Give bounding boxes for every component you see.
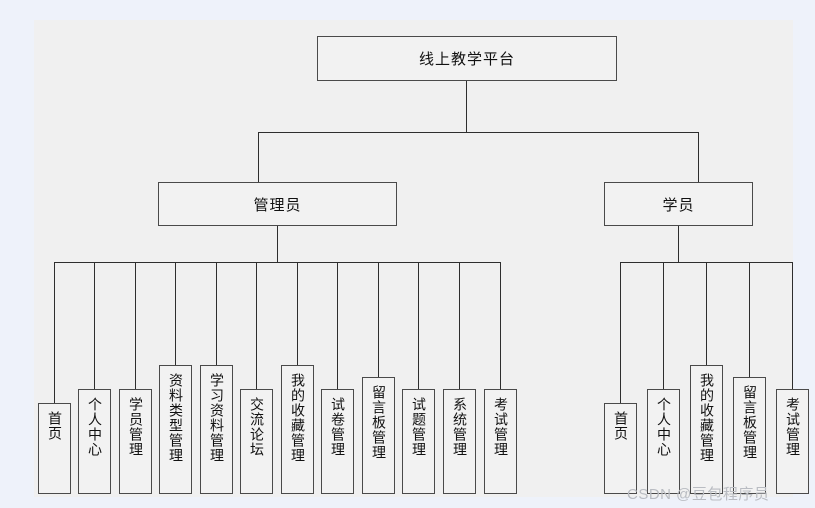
node-leaf-admin-1[interactable]: 个人中心 bbox=[78, 389, 111, 494]
node-leaf-admin-2[interactable]: 学员管理 bbox=[119, 389, 152, 494]
edge-admin-leaf-drop bbox=[337, 262, 338, 389]
edge-student-down bbox=[678, 226, 679, 262]
node-leaf-label: 考试管理 bbox=[785, 397, 802, 457]
node-leaf-label: 学习资料管理 bbox=[209, 373, 226, 463]
edge-admin-leaf-drop bbox=[94, 262, 95, 389]
edge-admin-leaf-drop bbox=[418, 262, 419, 389]
node-branch-admin-label: 管理员 bbox=[253, 196, 302, 214]
node-leaf-student-1[interactable]: 个人中心 bbox=[647, 389, 680, 494]
edge-level1-bus bbox=[258, 132, 699, 133]
node-root-label: 线上教学平台 bbox=[418, 51, 515, 68]
edge-admin-leaf-drop bbox=[135, 262, 136, 389]
edge-student-leaf-drop bbox=[792, 262, 793, 389]
node-leaf-label: 首页 bbox=[613, 411, 630, 441]
node-leaf-admin-4[interactable]: 学习资料管理 bbox=[200, 365, 233, 494]
node-leaf-label: 我的收藏管理 bbox=[699, 373, 716, 463]
edge-admin-leaf-drop bbox=[378, 262, 379, 377]
edge-admin-leaf-drop bbox=[216, 262, 217, 365]
edge-admin-leaf-drop bbox=[459, 262, 460, 389]
node-leaf-student-4[interactable]: 考试管理 bbox=[776, 389, 809, 494]
node-leaf-label: 首页 bbox=[47, 411, 64, 441]
node-leaf-label: 学员管理 bbox=[128, 397, 145, 457]
node-branch-student[interactable]: 学员 bbox=[604, 182, 753, 226]
node-leaf-label: 考试管理 bbox=[493, 397, 510, 457]
edge-admin-leaf-drop bbox=[500, 262, 501, 389]
edge-admin-leaf-drop bbox=[54, 262, 55, 403]
node-leaf-label: 我的收藏管理 bbox=[290, 373, 307, 463]
edge-branch-admin-down bbox=[258, 132, 259, 182]
node-leaf-label: 个人中心 bbox=[656, 397, 673, 457]
edge-admin-bus bbox=[54, 262, 500, 263]
edge-branch-student-down bbox=[698, 132, 699, 182]
node-branch-admin[interactable]: 管理员 bbox=[158, 182, 397, 226]
node-leaf-label: 留言板管理 bbox=[742, 385, 759, 460]
node-branch-student-label: 学员 bbox=[662, 196, 695, 214]
diagram-canvas: 线上教学平台 管理员 学员 首页 个人中心 学员管理 资料类型管理 学习资料管理… bbox=[34, 20, 809, 497]
node-root[interactable]: 线上教学平台 bbox=[317, 36, 617, 81]
node-leaf-label: 留言板管理 bbox=[371, 385, 388, 460]
node-leaf-admin-10[interactable]: 系统管理 bbox=[443, 389, 476, 494]
edge-admin-leaf-drop bbox=[175, 262, 176, 365]
node-leaf-admin-8[interactable]: 留言板管理 bbox=[362, 377, 395, 494]
edge-admin-leaf-drop bbox=[256, 262, 257, 389]
node-leaf-admin-7[interactable]: 试卷管理 bbox=[321, 389, 354, 494]
node-leaf-admin-9[interactable]: 试题管理 bbox=[402, 389, 435, 494]
node-leaf-label: 试题管理 bbox=[411, 397, 428, 457]
node-leaf-student-2[interactable]: 我的收藏管理 bbox=[690, 365, 723, 494]
node-leaf-admin-6[interactable]: 我的收藏管理 bbox=[281, 365, 314, 494]
node-leaf-student-0[interactable]: 首页 bbox=[604, 403, 637, 494]
node-leaf-admin-0[interactable]: 首页 bbox=[38, 403, 71, 494]
edge-admin-leaf-drop bbox=[297, 262, 298, 365]
edge-student-leaf-drop bbox=[663, 262, 664, 389]
edge-student-leaf-drop bbox=[620, 262, 621, 403]
edge-student-leaf-drop bbox=[706, 262, 707, 365]
node-leaf-label: 试卷管理 bbox=[330, 397, 347, 457]
node-leaf-label: 资料类型管理 bbox=[168, 373, 185, 463]
node-leaf-label: 交流论坛 bbox=[249, 397, 266, 457]
node-leaf-label: 个人中心 bbox=[87, 397, 104, 457]
edge-admin-down bbox=[277, 226, 278, 262]
node-leaf-admin-5[interactable]: 交流论坛 bbox=[240, 389, 273, 494]
node-leaf-admin-3[interactable]: 资料类型管理 bbox=[159, 365, 192, 494]
node-leaf-student-3[interactable]: 留言板管理 bbox=[733, 377, 766, 494]
edge-root-down bbox=[466, 81, 467, 132]
edge-student-leaf-drop bbox=[749, 262, 750, 377]
node-leaf-label: 系统管理 bbox=[452, 397, 469, 457]
node-leaf-admin-11[interactable]: 考试管理 bbox=[484, 389, 517, 494]
